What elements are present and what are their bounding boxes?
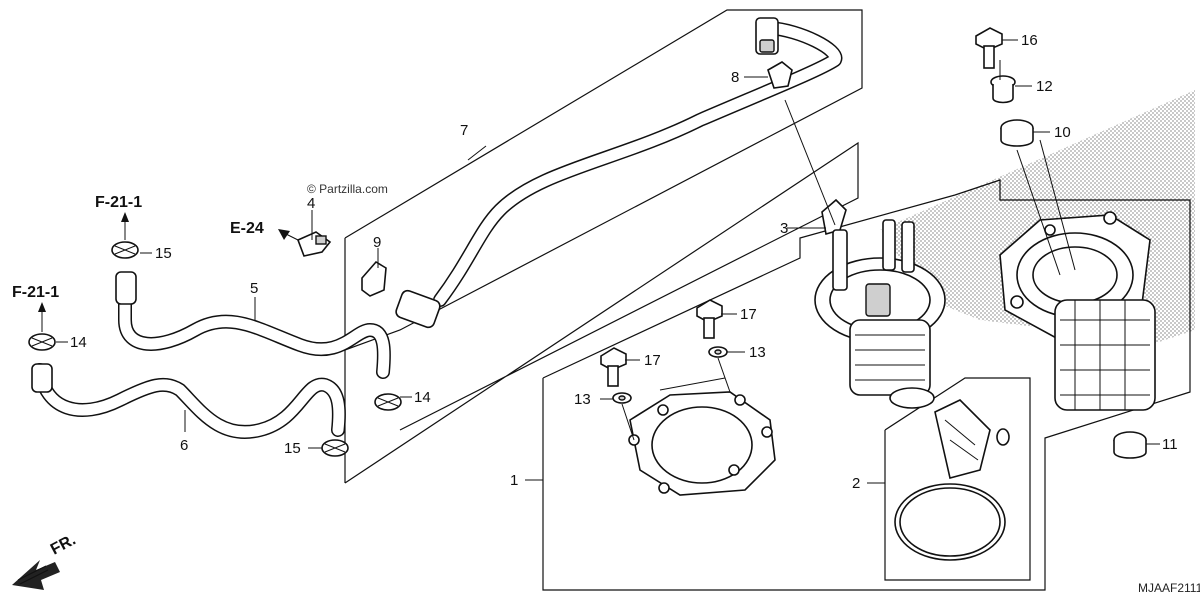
callout-8: 8	[731, 69, 739, 86]
grommet-11	[1113, 431, 1147, 459]
callout-14-left: 14	[70, 334, 87, 351]
hose-6-end	[31, 363, 53, 393]
hose-clip-15-lower	[321, 439, 349, 457]
clamp-4	[296, 231, 332, 257]
bolt-16	[975, 27, 1003, 69]
frame-hoses-5-6	[344, 141, 859, 484]
filter-element	[934, 399, 991, 479]
clip-8	[767, 61, 793, 89]
front-direction-arrow	[12, 560, 60, 590]
connector-collar	[759, 39, 775, 53]
grommet-10	[1000, 119, 1034, 147]
callout-12: 12	[1036, 78, 1053, 95]
callout-13-right: 13	[749, 344, 766, 361]
ref-f21-a: F-21-1	[95, 194, 142, 211]
small-o-ring	[996, 428, 1010, 446]
ref-arrow-f21-a	[121, 212, 129, 240]
hose-5-end	[115, 271, 137, 305]
callout-2: 2	[852, 475, 860, 492]
callout-5: 5	[250, 280, 258, 297]
callout-17-right: 17	[740, 306, 757, 323]
connector-3	[821, 198, 847, 236]
bolt-17-right	[696, 299, 723, 339]
callout-17-left: 17	[644, 352, 661, 369]
front-direction-label: FR.	[48, 531, 79, 558]
pump-gasket-plate	[628, 391, 776, 496]
callout-11: 11	[1162, 436, 1178, 453]
washer-13-left	[612, 392, 632, 404]
callout-1: 1	[510, 472, 518, 489]
frame-gasket-set	[884, 377, 1031, 581]
quick-connector-lower	[395, 289, 441, 329]
callout-6: 6	[180, 437, 188, 454]
callout-15-lower: 15	[284, 440, 301, 457]
callout-10: 10	[1054, 124, 1071, 141]
bolt-17-left	[600, 347, 627, 387]
washer-13-right	[708, 346, 728, 358]
callout-7: 7	[460, 122, 468, 139]
callout-3: 3	[780, 220, 788, 237]
callout-9: 9	[373, 234, 381, 251]
o-ring-large	[894, 483, 1006, 561]
diagram-code: MJAAF2111	[1138, 581, 1200, 595]
clip-9	[361, 260, 387, 297]
hose-clip-14-left	[28, 333, 56, 351]
leader-lines	[56, 39, 1160, 484]
ref-arrow-f21-b	[38, 302, 46, 332]
fuel-pump-unit	[814, 219, 946, 409]
ref-arrow-e24	[278, 229, 299, 241]
callout-16: 16	[1021, 32, 1038, 49]
callout-4: 4	[307, 195, 315, 212]
hose-clip-15-upper	[111, 241, 139, 259]
callout-14-right: 14	[414, 389, 431, 406]
collar-12	[990, 75, 1016, 104]
ref-f21-b: F-21-1	[12, 284, 59, 301]
callout-15-upper: 15	[155, 245, 172, 262]
frame-pump-assembly	[542, 179, 1191, 591]
ref-e24: E-24	[230, 220, 264, 237]
callout-13-left: 13	[574, 391, 591, 408]
watermark: © Partzilla.com	[307, 182, 388, 196]
hose-clip-14-right	[374, 393, 402, 411]
fuel-strainer-case	[999, 211, 1156, 411]
